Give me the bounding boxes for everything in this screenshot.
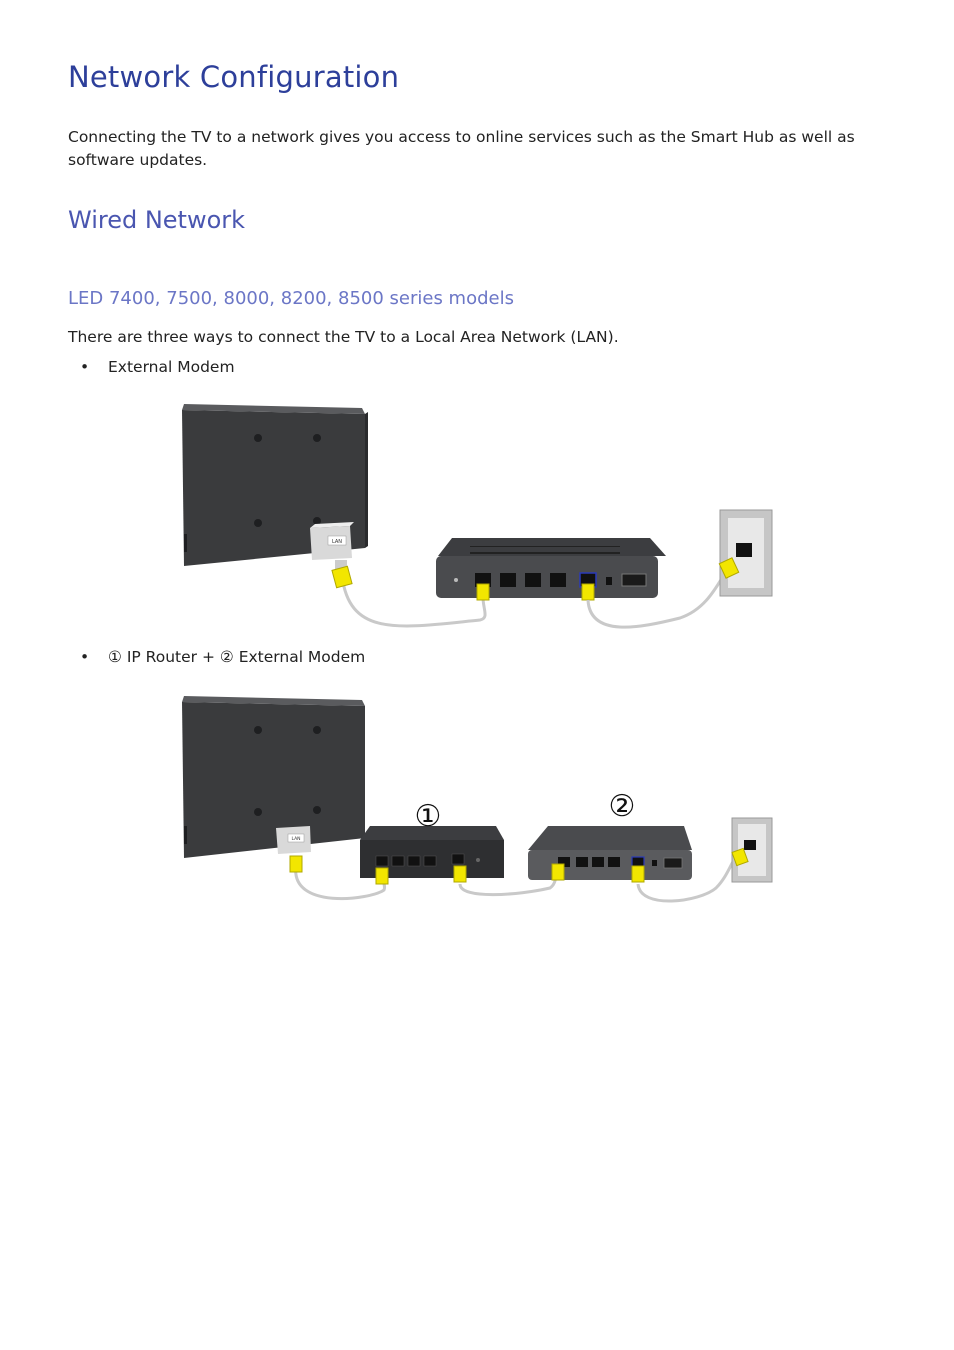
lan-adapter-illustration: LAN	[310, 522, 354, 572]
diagram-tv-router-modem-wall: LAN ① ②	[182, 696, 773, 903]
subsection-title-models: LED 7400, 7500, 8000, 8200, 8500 series …	[68, 288, 514, 309]
wall-jack-illustration	[719, 509, 773, 597]
bullet-dot: •	[80, 358, 90, 376]
lan-port-label: LAN	[332, 539, 342, 545]
bullet-text: External Modem	[108, 358, 235, 376]
marker-ip-router: ①	[415, 799, 442, 834]
modem-illustration	[436, 538, 666, 598]
bullet-dot: •	[80, 648, 90, 666]
lan-adapter-illustration: LAN	[276, 826, 311, 854]
section-body-text: There are three ways to connect the TV t…	[68, 328, 619, 346]
lan-port-label: LAN	[291, 836, 300, 842]
intro-paragraph: Connecting the TV to a network gives you…	[68, 128, 855, 169]
modem-illustration	[528, 826, 692, 880]
tv-back-illustration	[182, 696, 365, 858]
section-title-wired-network: Wired Network	[68, 206, 246, 234]
diagram-tv-modem-wall: LAN	[182, 404, 773, 629]
wall-jack-illustration	[731, 817, 773, 883]
marker-external-modem: ②	[609, 789, 636, 824]
bullet-text: ① IP Router + ② External Modem	[108, 648, 366, 666]
page-title: Network Configuration	[68, 60, 400, 94]
